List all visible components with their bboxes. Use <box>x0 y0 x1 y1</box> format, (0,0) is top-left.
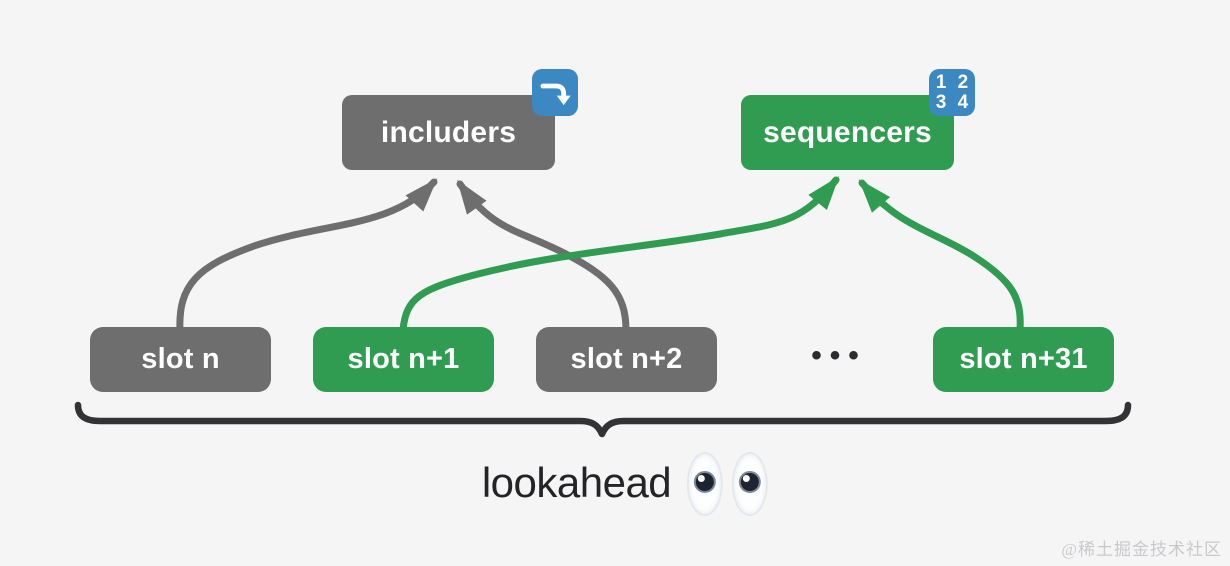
node-sequencers-label: sequencers <box>763 115 932 149</box>
edge-slot-n2-to-includers <box>456 179 630 334</box>
input-numbers-row-2: 3 4 <box>935 91 972 113</box>
slot-n2-box: slot n+2 <box>536 327 717 392</box>
node-includers: includers <box>342 95 555 170</box>
watermark: @稀土掘金技术社区 <box>1061 540 1222 559</box>
lookahead-caption: lookahead <box>481 450 769 516</box>
slots-ellipsis: ••• <box>811 339 867 372</box>
node-includers-label: includers <box>380 115 517 149</box>
slot-n1-box: slot n+1 <box>313 327 494 392</box>
input-numbers-icon: 1 2 3 4 <box>929 69 975 116</box>
slot-n-label: slot n <box>141 343 220 375</box>
lookahead-label: lookahead <box>481 459 672 506</box>
eye-left <box>687 452 724 516</box>
input-numbers-row-1: 1 2 <box>935 71 972 93</box>
slot-n-box: slot n <box>90 327 271 392</box>
node-sequencers: sequencers <box>741 95 954 170</box>
slot-n31-label: slot n+31 <box>959 343 1088 375</box>
slot-n2-label: slot n+2 <box>570 343 683 375</box>
arrow-curving-down-icon <box>532 69 578 116</box>
slot-n1-label: slot n+1 <box>347 343 460 375</box>
edge-slot-n-to-includers <box>176 178 438 334</box>
edge-slot-n31-to-sequencers <box>858 179 1024 334</box>
eye-right <box>732 452 769 516</box>
eyes-emoji <box>687 450 769 516</box>
edge-slot-n1-to-sequencers <box>399 176 840 334</box>
slot-n31-box: slot n+31 <box>933 327 1114 392</box>
lookahead-brace <box>74 401 1132 438</box>
